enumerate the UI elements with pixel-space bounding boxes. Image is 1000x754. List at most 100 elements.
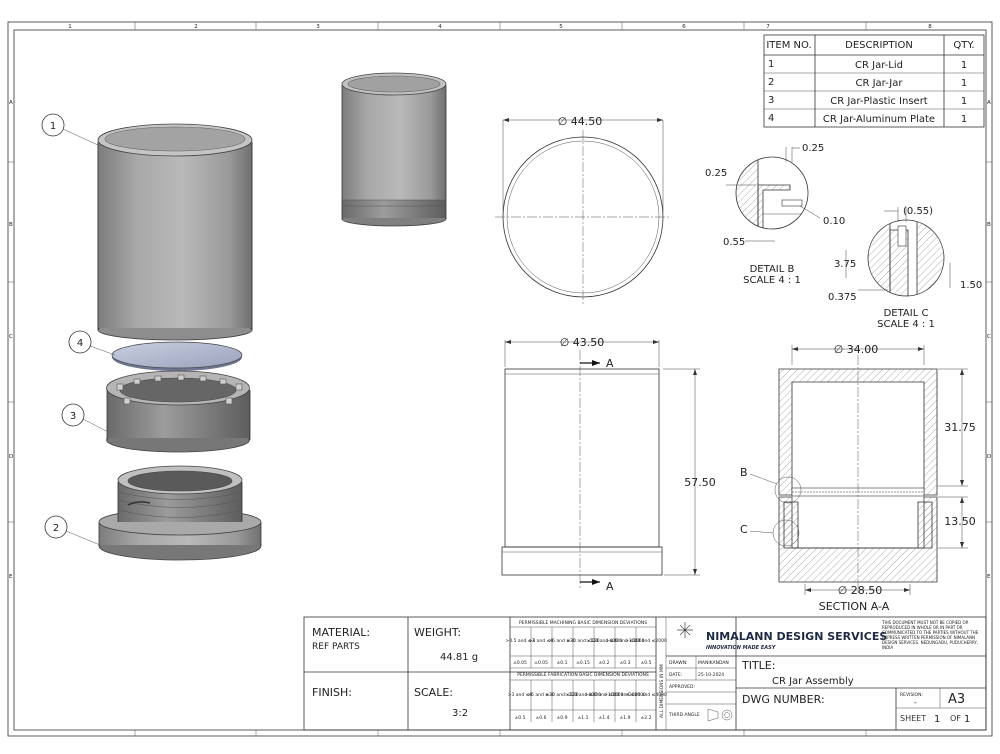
title-block: MATERIAL: REF PARTS WEIGHT: 44.81 g FINI… [303, 616, 987, 731]
zone-row-a-left: A [9, 100, 13, 106]
balloon-3: 3 [61, 403, 109, 433]
fabrication-value-5: ±1.4 [599, 715, 610, 721]
front-view: ∅ 43.50 57.50 A A [501, 336, 716, 593]
sheet-value: 1 [934, 714, 940, 725]
machining-range-1: >0.5 and ≤3 [506, 638, 535, 644]
zone-col-8: 8 [928, 24, 932, 30]
bom-qty-1: 1 [961, 60, 967, 71]
zone-col-6: 6 [682, 24, 686, 30]
bom-header-qty: QTY. [953, 40, 974, 51]
detail-c-title: DETAIL C [884, 308, 929, 319]
weight-label: WEIGHT: [414, 626, 461, 639]
disclaimer-box: THIS DOCUMENT MUST NOT BE COPIED OR REPR… [882, 620, 978, 650]
dwg-number-label: DWG NUMBER: [742, 693, 825, 706]
zone-row-a-right: A [987, 100, 991, 106]
fabrication-value-1: ±0.5 [515, 715, 526, 721]
date-value: 25-10-2024 [698, 672, 724, 678]
svg-text:3: 3 [70, 411, 76, 422]
revision-value: - [914, 698, 917, 707]
fabrication-range-1: >3 and ≤6 [508, 692, 533, 698]
title-label: TITLE: [741, 659, 775, 672]
detail-b-view: 0.25 0.25 0.10 0.55 DETAIL B SCALE 4 : 1 [705, 143, 845, 286]
fabrication-range-6: >1000 and ≤2000 [604, 692, 646, 698]
zone-row-labels: A B C D E A B C D E [9, 100, 991, 580]
detail-c-dim-2: 3.75 [834, 259, 856, 270]
zone-col-4: 4 [438, 24, 442, 30]
bom-qty-3: 1 [961, 96, 967, 107]
fabrication-value-4: ±1.1 [578, 715, 589, 721]
machining-value-5: ±0.2 [599, 660, 610, 666]
zone-col-3: 3 [316, 24, 320, 30]
bom-desc-4: CR Jar-Aluminum Plate [823, 114, 935, 125]
bom-qty-2: 1 [961, 78, 967, 89]
section-bottom-diameter: ∅ 28.50 [838, 584, 883, 597]
bom-desc-1: CR Jar-Lid [855, 60, 903, 71]
material-label: MATERIAL: [312, 626, 370, 639]
zone-row-c-left: C [9, 334, 13, 340]
fabrication-range-3: >30 and ≤120 [545, 692, 578, 698]
zone-row-e-right: E [987, 574, 991, 580]
fabrication-value-2: ±0.6 [536, 715, 547, 721]
exploded-view: 1 4 3 2 [41, 113, 262, 561]
drawn-value: MANIKANDAN [698, 660, 729, 666]
third-angle-label: THIRD ANGLE [668, 712, 700, 718]
detail-c-callout: C [740, 523, 748, 536]
machining-range-2: >3 and ≤6 [529, 638, 554, 644]
part-jar [98, 465, 262, 561]
machining-range-7: >1000 and ≤2000 [625, 638, 667, 644]
bom-header-description: DESCRIPTION [845, 40, 913, 51]
detail-b-dim-4: 0.55 [723, 237, 745, 248]
fabrication-range-5: >400 and ≤1000 [585, 692, 624, 698]
part-plastic-insert [106, 370, 251, 453]
front-view-diameter: ∅ 43.50 [560, 336, 605, 349]
detail-c-dim-4: 0.375 [828, 292, 857, 303]
machining-value-7: ±0.5 [641, 660, 652, 666]
machining-value-1: ±0.05 [513, 660, 527, 666]
top-view-diameter: ∅ 44.50 [558, 115, 603, 128]
zone-column-labels: 1 2 3 4 5 6 7 8 [68, 24, 932, 30]
machining-range-3: >6 and ≤30 [548, 638, 576, 644]
detail-b-scale: SCALE 4 : 1 [743, 275, 801, 286]
machining-value-6: ±0.3 [620, 660, 631, 666]
material-value: REF PARTS [312, 642, 360, 652]
approved-label: APPROVED: [669, 684, 695, 690]
zone-col-2: 2 [194, 24, 198, 30]
detail-b-dim-2: 0.25 [705, 168, 727, 179]
detail-c-scale: SCALE 4 : 1 [877, 319, 935, 330]
balloon-4: 4 [68, 330, 116, 356]
section-lower-height: 13.50 [944, 515, 976, 528]
fabrication-range-2: >6 and ≤30 [527, 692, 555, 698]
balloon-2: 2 [44, 515, 101, 546]
section-marker-bottom: A [606, 580, 614, 593]
zone-col-1: 1 [68, 24, 72, 30]
of-label: OF [950, 714, 961, 723]
company-logo [677, 622, 693, 638]
detail-c-view: (0.55) 3.75 1.50 0.375 DETAIL C SCALE 4 … [828, 206, 982, 330]
detail-b-dim-1: 0.25 [802, 143, 824, 154]
fabrication-range-4: >120 and ≤400 [565, 692, 601, 698]
scale-label: SCALE: [414, 686, 453, 699]
third-angle-projection-icon [707, 708, 733, 722]
machining-range-5: >120 and ≤400 [586, 638, 622, 644]
zone-row-c-right: C [987, 334, 991, 340]
machining-range-4: >30 and ≤120 [566, 638, 599, 644]
company-name: NIMALANN DESIGN SERVICES [706, 630, 887, 643]
company-tagline: INNOVATION MADE EASY [706, 645, 777, 651]
sheet-label: SHEET [900, 714, 926, 723]
of-value: 1 [964, 714, 970, 725]
machining-value-2: ±0.05 [534, 660, 548, 666]
detail-c-dim-1: (0.55) [903, 206, 933, 217]
size-value: A3 [948, 692, 965, 707]
zone-col-5: 5 [559, 24, 563, 30]
zone-row-d-left: D [9, 454, 13, 460]
detail-b-title: DETAIL B [750, 264, 795, 275]
svg-text:4: 4 [77, 338, 83, 349]
part-aluminum-plate [111, 341, 243, 371]
zone-row-e-left: E [9, 574, 13, 580]
part-lid [97, 123, 253, 341]
zone-row-d-right: D [987, 454, 991, 460]
bom-qty-4: 1 [961, 114, 967, 125]
detail-b-dim-3: 0.10 [823, 216, 845, 227]
